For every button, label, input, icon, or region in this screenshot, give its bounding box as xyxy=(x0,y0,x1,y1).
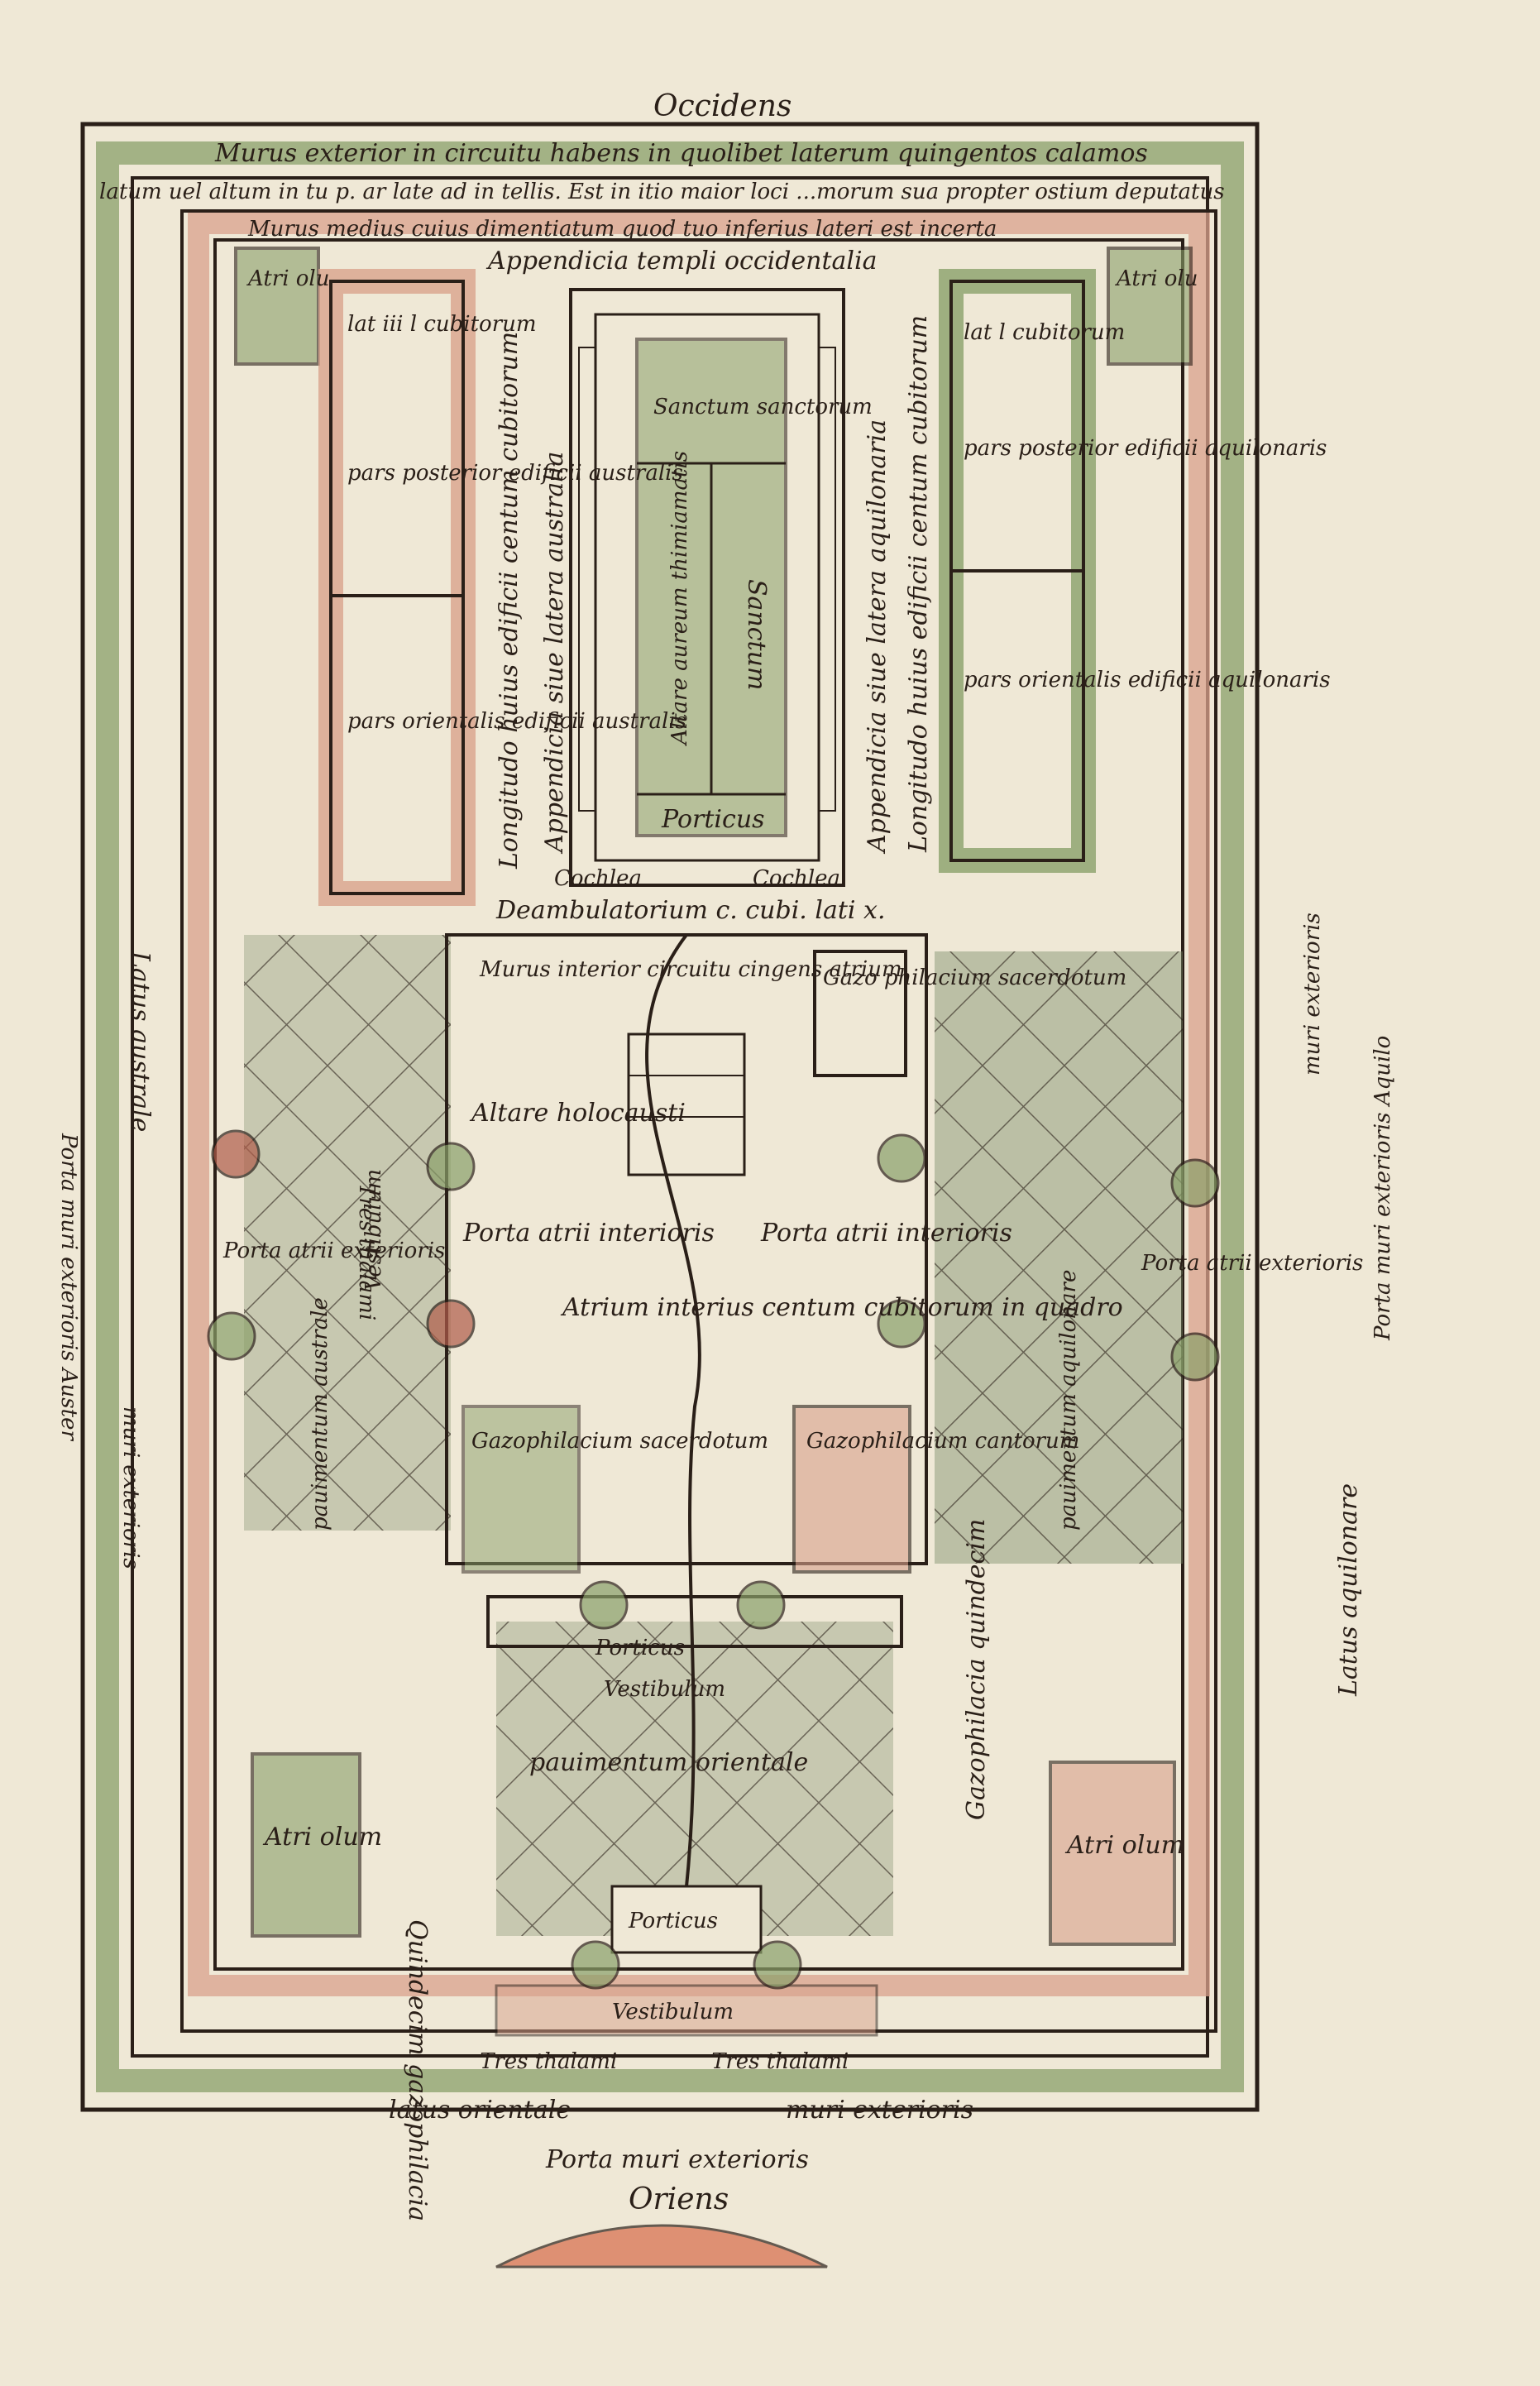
porticus-temple-label: Porticus xyxy=(661,805,765,834)
porta-atrii-east-label: Porta atrii exterioris xyxy=(1141,1251,1363,1276)
atriolum-sw-label: Atri olum xyxy=(262,1823,382,1852)
altare-aureum-label: Altare aureum thimiamatis xyxy=(667,451,692,746)
frons-marker xyxy=(571,1940,620,1990)
porta-atrii-right-label: Porta atrii interioris xyxy=(760,1219,1012,1248)
porta-muri-aquilo-label: Porta muri exterioris Aquilo xyxy=(1370,1036,1395,1341)
latus-australe-label: Latus australe xyxy=(126,951,155,1132)
pars-orient-aquil-label: pars orientalis edificii aquilonaris xyxy=(964,668,1331,692)
frons-marker xyxy=(426,1299,476,1349)
gazophilacium-sacerdotum-label: Gazophilacium sacerdotum xyxy=(471,1429,768,1454)
frons-marker xyxy=(753,1940,802,1990)
occidens-label: Occidens xyxy=(653,89,792,123)
pauimentum-aquilonare-label: pauimentum aquilonare xyxy=(1056,1270,1081,1531)
frons-marker xyxy=(211,1129,261,1179)
middle-wall-line: Murus medius cuius dimentiatum quod tuo … xyxy=(247,217,997,242)
frons-marker xyxy=(426,1142,476,1191)
east-annexes xyxy=(251,1595,1176,2269)
temple xyxy=(569,288,845,887)
inner-court xyxy=(244,933,1183,1953)
tres-thalami-mid-label: Tres thalami xyxy=(354,1183,379,1320)
muri-exterioris-right-label: muri exterioris xyxy=(1300,913,1325,1076)
porticus-east-label: Porticus xyxy=(628,1909,718,1933)
lat-cubit-right-label: lat l cubitorum xyxy=(964,320,1125,345)
appendicia-label: Appendicia templi occidentalia xyxy=(485,247,878,275)
gazophilacium-cantorum-label: Gazophilacium cantorum xyxy=(806,1429,1079,1454)
pauimentum-australe-label: pauimentum australe xyxy=(308,1297,332,1531)
appendicia-australia-label: Appendicia siue latera australia xyxy=(540,452,569,855)
frons-marker xyxy=(877,1133,926,1183)
porta-atrii-left-label: Porta atrii interioris xyxy=(462,1219,715,1248)
outer-wall-line1: Murus exterior in circuitu habens in quo… xyxy=(214,139,1148,168)
cochlea-left-label: Cochlea xyxy=(554,866,642,891)
porticus-lower-label: Porticus xyxy=(595,1636,685,1660)
quindecim-right-label: Gazophilacia quindecim xyxy=(962,1519,991,1820)
lat-cubit-left-label: lat iii l cubitorum xyxy=(347,312,537,337)
murus-interior-label: Murus interior circuitu cingens atrium xyxy=(479,957,902,982)
gazophilacium-sacerdotum-top-label: Gazo philacium sacerdotum xyxy=(823,965,1126,990)
atrium-interius-label: Atrium interius centum cubitorum in quad… xyxy=(560,1293,1123,1322)
frons-marker xyxy=(1170,1158,1220,1208)
latus-aquilonare-label: Latus aquilonare xyxy=(1334,1483,1363,1697)
tres-thalami-right-label: Tres thalami xyxy=(711,2049,849,2074)
frons-marker xyxy=(207,1311,256,1361)
porta-atrii-west-label: Porta atrii exterioris xyxy=(222,1239,445,1263)
latus-orientale-label: latus orientale xyxy=(389,2096,571,2125)
west-annexes xyxy=(234,247,1193,906)
porta-muri-australe-label: Porta muri exterioris Auster xyxy=(56,1133,81,1441)
vestibulum-east-label: Vestibulum xyxy=(612,2000,734,2024)
sanctum-sanctorum-label: Sanctum sanctorum xyxy=(653,395,873,419)
cochlea-right-label: Cochlea xyxy=(753,866,840,891)
labels: Occidens Murus exterior in circuitu habe… xyxy=(56,89,1395,2221)
muri-exterioris-left-label: muri exterioris xyxy=(118,1406,143,1569)
frons-marker xyxy=(877,1299,926,1349)
atriolum-nw-label: Atri olu xyxy=(246,266,330,291)
tres-thalami-left-label: Tres thalami xyxy=(480,2049,617,2074)
frons-marker xyxy=(579,1580,629,1630)
quindecim-left-label: Quindecim gazophilacia xyxy=(403,1919,432,2221)
atriolum-ne-label: Atri olu xyxy=(1115,266,1198,291)
sanctum-label: Sanctum xyxy=(742,579,771,690)
oriens-label: Oriens xyxy=(629,2182,729,2216)
longitudo-right-label: Longitudo huius edificii centum cubitoru… xyxy=(904,315,933,853)
frons-marker xyxy=(1170,1332,1220,1382)
pars-post-aust-label: pars posterior edificii australis xyxy=(347,461,683,486)
frons-marker xyxy=(736,1580,786,1630)
pauimentum-orientale-label: pauimentum orientale xyxy=(529,1748,808,1777)
outer-wall-line2: latum uel altum in tu p. ar late ad in t… xyxy=(99,180,1225,204)
vestibulum-mid-label: Vestibulum xyxy=(361,1169,386,1291)
longitudo-left-label: Longitudo huius edificii centum cubitoru… xyxy=(495,332,524,870)
pars-post-aquil-label: pars posterior edificii aquilonaris xyxy=(964,436,1327,461)
vestibulum-lower-label: Vestibulum xyxy=(604,1677,725,1702)
atriolum-se-label: Atri olum xyxy=(1064,1831,1184,1860)
altare-holocausti-label: Altare holocausti xyxy=(469,1099,686,1128)
appendicia-aquilonaria-label: Appendicia siue latera aquilonaria xyxy=(863,419,892,855)
porta-muri-exterioris-label: Porta muri exterioris xyxy=(545,2145,809,2174)
muri-exterioris-bottom-label: muri exterioris xyxy=(786,2096,973,2125)
pars-orient-aust-label: pars orientalis edificii australis xyxy=(347,709,686,734)
deambulatorium-label: Deambulatorium c. cubi. lati x. xyxy=(495,896,886,925)
gate-fronts xyxy=(207,1129,1220,1990)
